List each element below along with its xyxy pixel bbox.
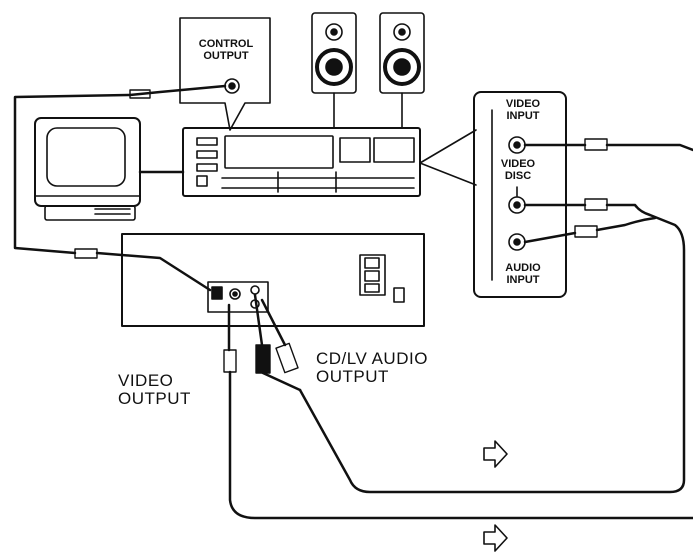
direction-arrow-icon-lower xyxy=(483,524,508,552)
audio-input-label: AUDIO INPUT xyxy=(505,262,541,286)
tv-monitor xyxy=(34,117,141,221)
video-input-label: VIDEO INPUT xyxy=(505,98,541,122)
video-output-label: VIDEO OUTPUT xyxy=(118,371,191,408)
receiver-input-panel xyxy=(473,91,567,298)
control-output-callout xyxy=(179,17,271,131)
speaker-left xyxy=(311,12,357,129)
ld-player xyxy=(121,233,425,327)
audio-cable xyxy=(253,198,686,494)
video-disc-label: VIDEO DISC xyxy=(500,158,536,182)
video-cable xyxy=(223,138,693,520)
control-cable xyxy=(13,84,227,292)
direction-arrow-icon xyxy=(483,440,508,468)
control-output-label: CONTROL OUTPUT xyxy=(198,38,254,62)
av-receiver xyxy=(182,127,421,197)
speaker-right xyxy=(379,12,425,129)
cdlv-audio-output-label: CD/LV AUDIO OUTPUT xyxy=(316,349,428,386)
